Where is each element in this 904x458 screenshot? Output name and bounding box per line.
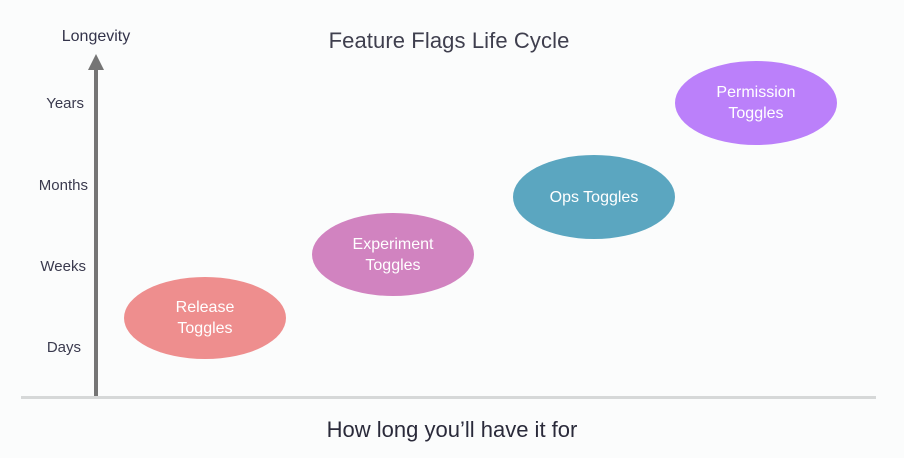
diagram-title-text: Feature Flags Life Cycle [328,28,570,53]
y-tick-years: Years [46,95,84,112]
y-axis-label: Longevity [61,28,131,45]
permission-toggles-node: Permission Toggles [675,61,837,145]
ops-toggles-node: Ops Toggles [513,155,675,239]
node-label-line1: Release [175,299,235,316]
node-label-line1: Permission [716,84,796,101]
node-label-line1: Ops Toggles [549,188,639,206]
release-toggles-node: Release Toggles [124,277,286,359]
node-label-line2: Toggles [177,320,233,337]
diagram-title: Feature Flags Life Cycle [0,28,904,54]
y-axis-arrow-icon [88,54,104,70]
y-tick-weeks: Weeks [40,258,86,275]
node-label-line2: Toggles [365,256,421,274]
y-tick-months: Months [38,177,88,194]
node-label-line1: Experiment [352,235,434,253]
x-axis-label: How long you’ll have it for [326,417,578,442]
experiment-toggles-node: Experiment Toggles [312,213,474,296]
y-tick-days: Days [46,339,81,356]
y-axis-line [94,66,98,398]
x-axis-line [21,396,876,399]
node-label-line2: Toggles [728,105,784,122]
